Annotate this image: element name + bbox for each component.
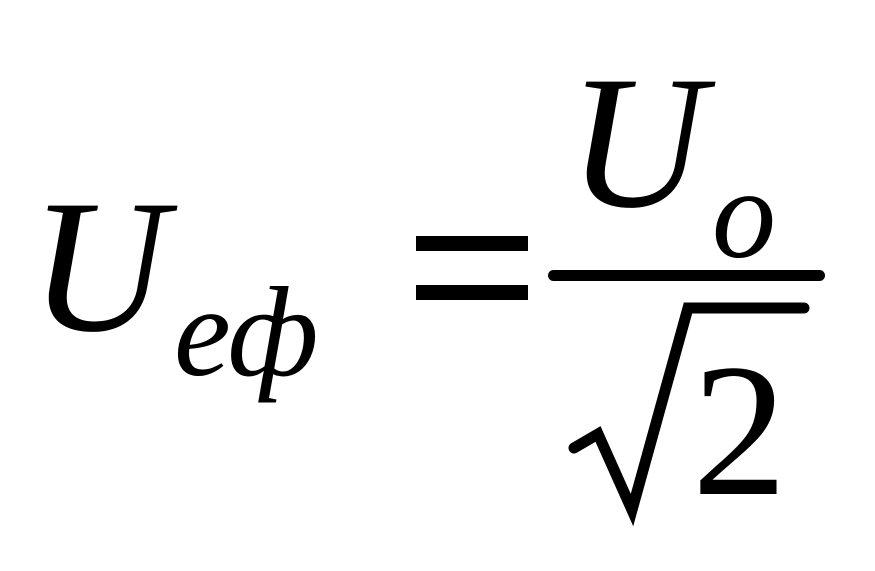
numerator-subscript: o	[712, 143, 776, 285]
numerator-voltage-symbol: U	[568, 38, 706, 248]
lhs-subscript: еф	[174, 261, 319, 403]
square-root-radical-icon	[568, 302, 810, 527]
equals-sign-top-bar	[416, 236, 528, 251]
equals-sign-bottom-bar	[416, 285, 528, 300]
radicand-digit: 2	[692, 326, 787, 536]
fraction-bar	[548, 270, 825, 281]
lhs-voltage-symbol: U	[30, 162, 168, 372]
